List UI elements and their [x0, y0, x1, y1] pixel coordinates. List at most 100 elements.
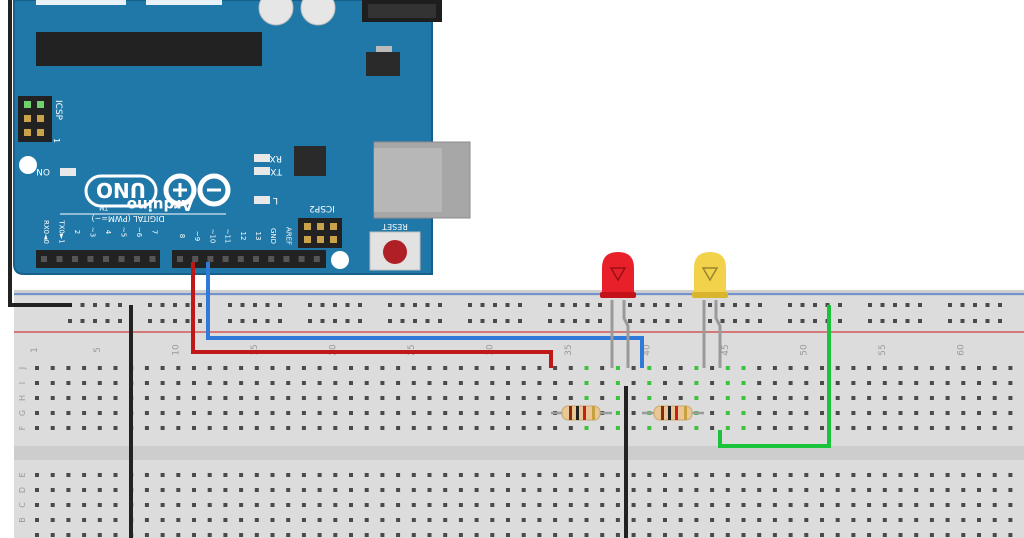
hole [663, 396, 667, 400]
rail-hole [413, 319, 417, 323]
hole [945, 488, 950, 492]
hole [553, 518, 558, 522]
header-pin [87, 256, 94, 262]
rail-hole [985, 303, 990, 307]
hole [333, 488, 338, 492]
hole [380, 488, 385, 492]
hole [788, 396, 793, 400]
hole [192, 518, 196, 522]
yellow-led-die [701, 267, 719, 282]
hole [66, 473, 71, 477]
hole [694, 503, 699, 507]
hole [741, 473, 746, 477]
hole [270, 411, 275, 415]
hole [772, 503, 777, 507]
header-pin [192, 256, 199, 262]
voltage-regulator [366, 52, 400, 76]
header-pin [313, 256, 320, 262]
arduino-uno-board: RX TX L ON ICSP 1 Arduino TM UNO DIGITAL… [13, 0, 471, 275]
hole [490, 411, 495, 415]
hole [223, 533, 228, 537]
hole [851, 366, 856, 370]
header-pin [149, 256, 156, 262]
hole [144, 488, 149, 492]
hole [443, 533, 448, 537]
digital-header-right [172, 250, 326, 268]
hole [678, 533, 683, 537]
hole [663, 381, 667, 385]
hole [207, 518, 212, 522]
pin-label: 13 [254, 232, 262, 241]
hole [757, 503, 762, 507]
hole [929, 396, 934, 400]
brand-text: Arduino [127, 196, 194, 214]
digital-label: DIGITAL (PWM=~) [91, 214, 164, 223]
hole [945, 411, 950, 415]
hole [223, 381, 228, 385]
rx-led [254, 154, 270, 162]
hole [270, 518, 275, 522]
hole [176, 396, 181, 400]
rail-hole [345, 319, 350, 323]
hole [349, 381, 353, 385]
hole [647, 426, 652, 430]
hole [301, 426, 306, 430]
rail-hole [560, 303, 565, 307]
pin-label: 4 [104, 230, 112, 235]
hole [506, 411, 510, 415]
hole [568, 396, 573, 400]
hole [820, 396, 824, 400]
hole [914, 381, 919, 385]
rail-hole [918, 319, 922, 323]
hole [741, 381, 746, 385]
hole [820, 503, 824, 507]
hole [882, 396, 887, 400]
rail-hole [240, 319, 245, 323]
hole [490, 396, 495, 400]
rail-hole [905, 319, 910, 323]
rail-hole [758, 319, 762, 323]
rail-hole [813, 303, 817, 307]
hole [835, 381, 840, 385]
hole [97, 366, 102, 370]
hole [97, 533, 102, 537]
hole [490, 488, 495, 492]
hole [977, 503, 981, 507]
hole [160, 411, 165, 415]
hole [176, 518, 181, 522]
hole [678, 518, 683, 522]
hole [945, 533, 950, 537]
icsp2-pins [304, 223, 337, 243]
hole [144, 396, 149, 400]
hole [66, 381, 71, 385]
hole [113, 503, 118, 507]
rail-hole [788, 319, 792, 323]
hole [694, 488, 699, 492]
reset-button[interactable] [383, 240, 407, 264]
hole [553, 503, 558, 507]
hole [772, 488, 777, 492]
hole [317, 396, 322, 400]
hole [788, 473, 793, 477]
rail-hole [228, 303, 232, 307]
hole [929, 533, 934, 537]
hole [427, 411, 432, 415]
hole [631, 518, 636, 522]
rail-hole [800, 303, 805, 307]
hole [35, 381, 39, 385]
hole [663, 366, 667, 370]
hole [207, 396, 212, 400]
rail-hole [893, 303, 897, 307]
hole [380, 473, 385, 477]
hole [977, 366, 981, 370]
hole [239, 518, 244, 522]
hole [254, 473, 259, 477]
rail-hole [505, 319, 510, 323]
hole [584, 518, 589, 522]
hole [474, 411, 479, 415]
hole [631, 411, 636, 415]
hole [239, 411, 244, 415]
hole [144, 533, 149, 537]
red-led-die [609, 267, 627, 282]
hole [568, 473, 573, 477]
